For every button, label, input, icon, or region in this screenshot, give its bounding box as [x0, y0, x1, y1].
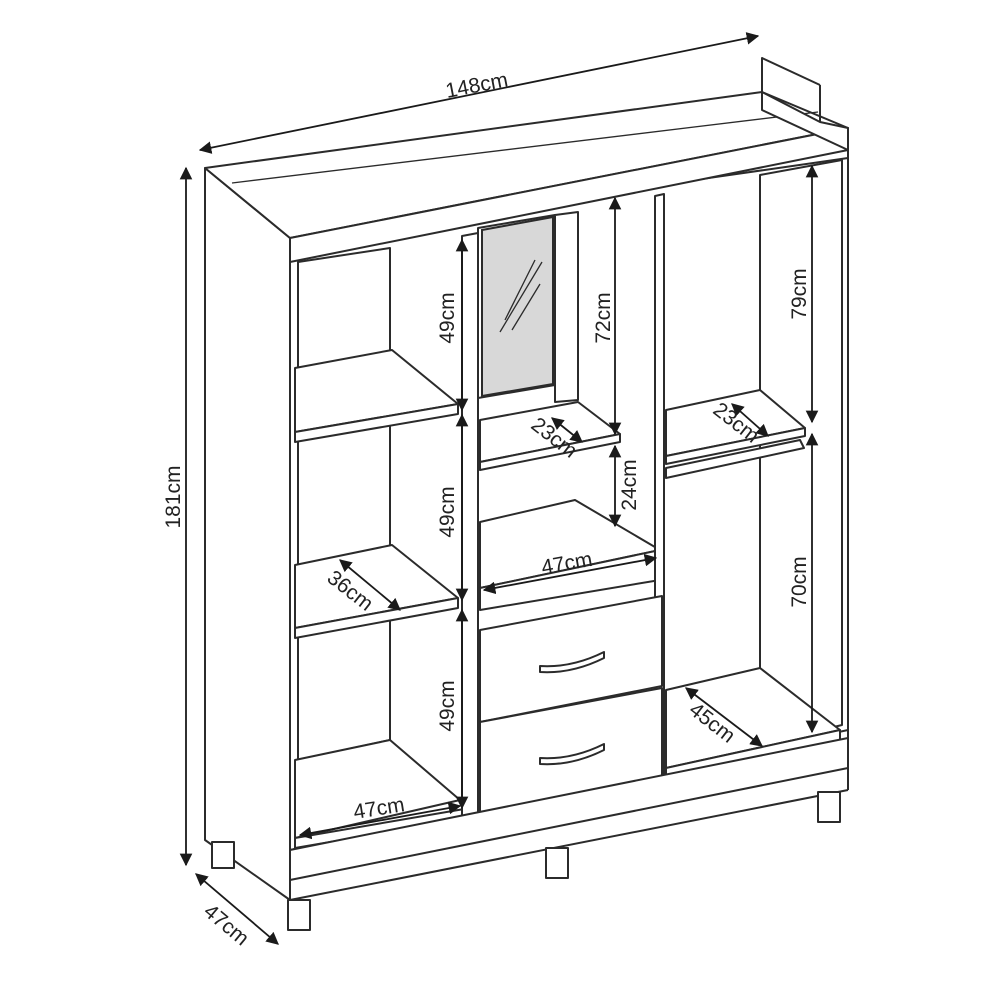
- wardrobe-body: [204, 57, 849, 931]
- label-depth: 47cm: [199, 900, 253, 951]
- label-center-upper: 72cm: [592, 292, 615, 343]
- top-back-rail: [761, 57, 849, 151]
- label-left-niche-middle: 49cm: [436, 486, 459, 537]
- label-width: 148cm: [444, 68, 510, 103]
- left-divider: [461, 232, 479, 819]
- label-right-lower: 70cm: [788, 556, 811, 607]
- label-right-upper: 79cm: [788, 268, 811, 319]
- center-shelf-edge: [479, 433, 621, 471]
- drawer-bottom-handle: [539, 743, 605, 766]
- drawer-top: [479, 595, 663, 723]
- mirror: [481, 215, 554, 398]
- label-center-gap: 24cm: [618, 459, 641, 510]
- foot-front-left: [287, 899, 311, 931]
- foot-back-left: [211, 841, 235, 869]
- hanging-rod: [665, 439, 805, 479]
- right-shelf-edge: [665, 427, 806, 465]
- dimension-lines: [179, 32, 819, 945]
- left-shelf-middle-edge: [294, 597, 459, 639]
- foot-front-middle: [545, 847, 569, 879]
- label-height: 181cm: [162, 465, 185, 528]
- label-left-niche-bottom: 49cm: [436, 680, 459, 731]
- left-niche-inner-wall: [297, 247, 391, 761]
- left-side-panel: [204, 167, 291, 901]
- foot-front-right: [817, 791, 841, 823]
- label-left-niche-top: 49cm: [436, 292, 459, 343]
- drawer-top-handle: [539, 651, 605, 674]
- center-inner-wall: [554, 211, 579, 403]
